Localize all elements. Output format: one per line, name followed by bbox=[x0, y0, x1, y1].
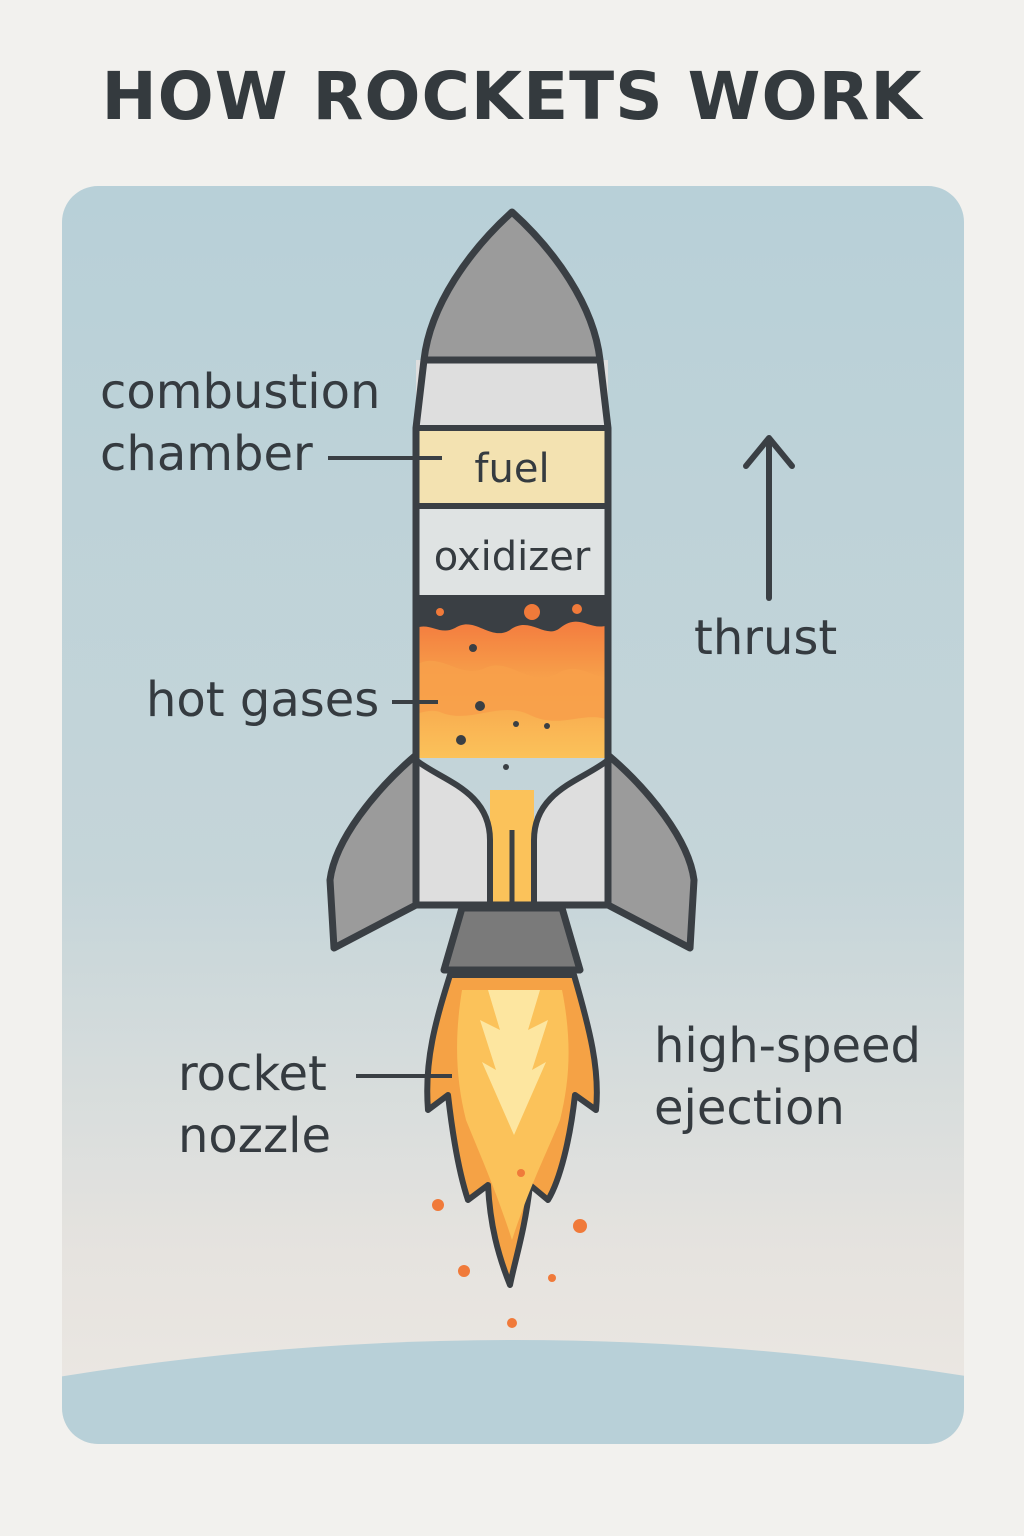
spark bbox=[517, 1169, 525, 1177]
thrust-arrow bbox=[743, 435, 795, 601]
oxidizer-tank bbox=[416, 506, 608, 598]
spark bbox=[507, 1318, 517, 1328]
gas-particle bbox=[469, 644, 477, 652]
body-upper-band bbox=[416, 360, 608, 428]
thrust-label: thrust bbox=[694, 610, 837, 666]
page-title: HOW ROCKETS WORK bbox=[101, 58, 923, 135]
gas-particle bbox=[456, 735, 466, 745]
gas-particle bbox=[475, 701, 485, 711]
throat-outline-right bbox=[531, 757, 610, 905]
fuel-tank bbox=[416, 428, 608, 506]
gas-particle bbox=[503, 764, 509, 770]
spark bbox=[548, 1274, 556, 1282]
gas-bubble bbox=[436, 608, 444, 616]
combustion-chamber-label-line1: combustion bbox=[100, 364, 380, 420]
ground-horizon bbox=[62, 1340, 964, 1444]
gas-particle bbox=[544, 723, 550, 729]
fuel-label: fuel bbox=[474, 446, 549, 492]
gas-bubble bbox=[524, 604, 540, 620]
hot-gases-label: hot gases bbox=[146, 672, 379, 728]
spark bbox=[573, 1219, 587, 1233]
combustion-chamber bbox=[416, 598, 608, 770]
gas-wave-dark bbox=[416, 598, 608, 634]
flame-inner bbox=[480, 990, 548, 1135]
high-speed-ejection-label-line1: high-speed bbox=[654, 1018, 921, 1074]
nose-cone bbox=[420, 208, 604, 364]
combustion-chamber-label-line2: chamber bbox=[100, 426, 313, 482]
gas-particle bbox=[513, 721, 519, 727]
rocket-nozzle-label-line1: rocket bbox=[178, 1046, 327, 1102]
rocket-nozzle bbox=[440, 904, 584, 974]
exhaust-sparks bbox=[432, 1169, 587, 1328]
oxidizer-label: oxidizer bbox=[434, 534, 591, 580]
right-fin bbox=[604, 751, 698, 952]
gas-wave-mid bbox=[416, 660, 608, 721]
gas-bubble bbox=[572, 604, 582, 614]
spark bbox=[432, 1199, 444, 1211]
throat-outline-left bbox=[414, 757, 493, 905]
high-speed-ejection-label-line2: ejection bbox=[654, 1080, 845, 1136]
spark bbox=[458, 1265, 470, 1277]
left-fin bbox=[326, 751, 420, 952]
rocket-nozzle-label-line2: nozzle bbox=[178, 1108, 331, 1164]
exhaust-flame bbox=[424, 972, 600, 1288]
